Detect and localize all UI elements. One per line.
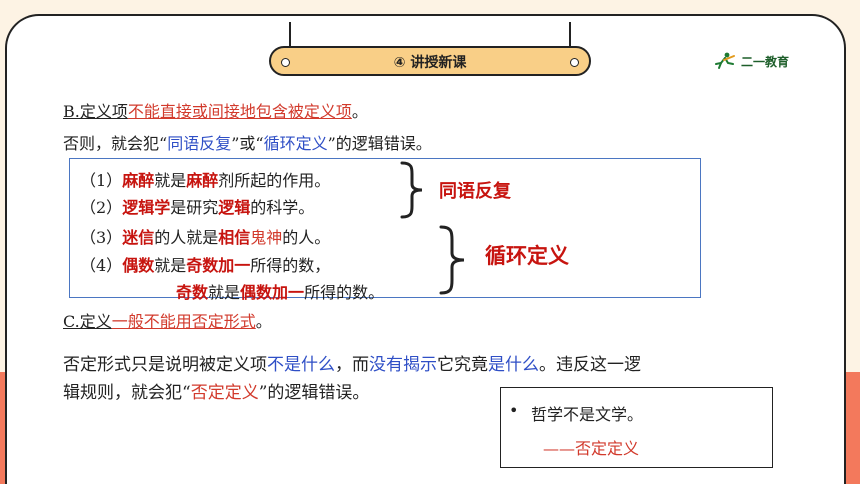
example-text: 所得的数，	[250, 256, 331, 275]
example-4-cont: 奇数就是偶数加一所得的数。	[176, 279, 384, 303]
hanger-line-right	[569, 22, 571, 48]
highlight-term: 加一	[272, 283, 305, 302]
logo-text: 二一教育	[741, 54, 790, 69]
explanation-line-2: 辑规则，就会犯“否定定义”的逻辑错误。	[63, 378, 369, 403]
blue-term: 不是什么	[267, 355, 335, 375]
explanation-text: 否定形式只是说明被定义项	[63, 355, 267, 375]
example-3: （3）迷信的人就是相信鬼神的人。	[80, 224, 330, 248]
brace-icon	[439, 225, 465, 295]
note-example: 哲学不是文学。	[531, 405, 644, 424]
highlight-term: 鬼神	[250, 228, 283, 247]
example-number: （2）	[80, 198, 123, 217]
example-note-box: • 哲学不是文学。 ——否定定义	[500, 387, 773, 468]
example-text: 的人。	[282, 228, 331, 247]
example-number: （1）	[80, 171, 123, 190]
example-text: 的科学。	[250, 198, 315, 217]
label-circular: 循环定义	[485, 244, 569, 268]
example-text: 剂所起的作用。	[218, 171, 331, 190]
highlight-term: 偶数	[122, 256, 155, 275]
rule-b-prefix: B.定义项	[63, 102, 128, 121]
highlight-term: 逻辑	[218, 198, 251, 217]
example-text: 是研究	[170, 198, 219, 217]
red-term: 否定定义	[190, 383, 259, 403]
highlight-term: 逻辑学	[122, 198, 171, 217]
section-title: ④ 讲授新课	[393, 55, 467, 71]
rule-c-text: 一般不能用否定形式	[111, 312, 256, 331]
blue-term: 是什么	[488, 355, 539, 375]
example-4: （4）偶数就是奇数加一所得的数，	[80, 252, 330, 276]
example-text: 所得的数。	[304, 283, 385, 302]
highlight-term: 偶数	[240, 283, 273, 302]
rule-c: C.定义一般不能用否定形式。	[63, 308, 272, 332]
ring-icon	[570, 58, 579, 67]
brace-icon	[400, 161, 423, 219]
label-tautology: 同语反复	[439, 181, 511, 202]
explanation-text: ，而	[335, 355, 369, 375]
highlight-term: 麻醉	[186, 171, 219, 190]
explanation-text: 辑规则，就会犯“	[63, 383, 191, 403]
example-number: （3）	[80, 228, 123, 247]
highlight-term: 迷信	[122, 228, 155, 247]
consequence-b: 否则，就会犯“同语反复”或“循环定义”的逻辑错误。	[63, 130, 432, 154]
note-label: ——否定定义	[543, 439, 640, 458]
highlight-term: 奇数	[186, 256, 219, 275]
term-circular: 循环定义	[263, 134, 328, 153]
section-header: ④ 讲授新课	[269, 46, 591, 76]
brand-logo: 二一教育	[712, 52, 789, 70]
consequence-text: ”的逻辑错误。	[327, 134, 432, 153]
examples-box	[69, 158, 701, 298]
explanation-text: ”的逻辑错误。	[258, 383, 370, 403]
term-tautology: 同语反复	[167, 134, 232, 153]
example-1: （1）麻醉就是麻醉剂所起的作用。	[80, 167, 330, 191]
rule-c-suffix: 。	[255, 312, 272, 331]
hanger-line-left	[289, 22, 291, 48]
example-number: （4）	[80, 256, 123, 275]
example-text: 的人就是	[154, 228, 219, 247]
blue-term: 没有揭示	[369, 355, 437, 375]
explanation-text: 它究竟	[437, 355, 488, 375]
explanation-text: 。违反这一逻	[539, 355, 641, 375]
example-text: 就是	[154, 256, 187, 275]
highlight-term: 奇数	[176, 283, 209, 302]
example-text: 就是	[208, 283, 241, 302]
consequence-text: ”或“	[231, 134, 264, 153]
example-2: （2）逻辑学是研究逻辑的科学。	[80, 194, 314, 218]
rule-b-text: 不能直接或间接地包含被定义项	[127, 102, 352, 121]
rule-b-suffix: 。	[351, 102, 368, 121]
highlight-term: 麻醉	[122, 171, 155, 190]
ring-icon	[281, 58, 290, 67]
highlight-term: 加一	[218, 256, 251, 275]
rule-b: B.定义项不能直接或间接地包含被定义项。	[63, 98, 368, 122]
consequence-text: 否则，就会犯“	[63, 134, 168, 153]
explanation-line-1: 否定形式只是说明被定义项不是什么，而没有揭示它究竟是什么。违反这一逻	[63, 350, 641, 375]
runner-icon	[715, 52, 735, 69]
example-text: 就是	[154, 171, 187, 190]
rule-c-prefix: C.定义	[63, 312, 112, 331]
note-bullet: •	[509, 401, 519, 420]
highlight-term: 相信	[218, 228, 251, 247]
